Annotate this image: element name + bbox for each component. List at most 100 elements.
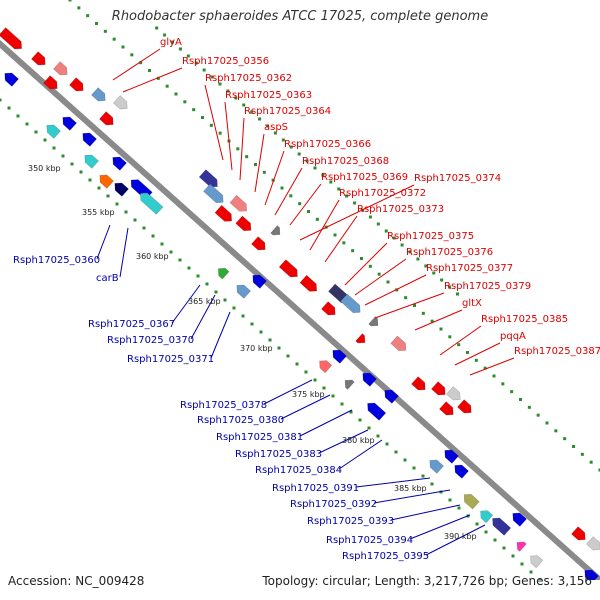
tick-dot	[223, 298, 227, 302]
gene-feature	[480, 510, 494, 524]
tick-dot	[367, 426, 371, 430]
gene-feature	[454, 464, 469, 479]
tick-dot	[484, 530, 488, 534]
tick-dot	[86, 14, 90, 18]
tick-dot	[142, 226, 146, 230]
forward-gene-label: Rsph17025_0364	[244, 106, 331, 117]
tick-dot	[68, 0, 72, 2]
tick-dot	[322, 386, 326, 390]
gene-feature	[82, 132, 97, 147]
tick-dot	[192, 108, 196, 112]
tick-dot	[368, 215, 372, 219]
gene-feature	[84, 154, 99, 169]
gene-feature	[362, 372, 377, 387]
tick-dot	[163, 33, 167, 37]
gene-feature	[229, 194, 247, 212]
tick-dot	[457, 343, 461, 347]
tick-dot	[448, 285, 452, 289]
gene-feature	[0, 27, 22, 50]
tick-dot	[103, 29, 107, 33]
genome-map: glyARsph17025_0356Rsph17025_0362Rsph1702…	[0, 0, 600, 584]
gene-feature	[46, 124, 61, 139]
reverse-gene-label: Rsph17025_0371	[127, 354, 214, 365]
tick-dot	[483, 366, 487, 370]
leader-line	[254, 133, 265, 193]
tick-dot	[466, 351, 469, 354]
tick-dot	[70, 162, 74, 166]
leader-line	[425, 524, 486, 556]
gene-feature	[218, 268, 230, 280]
tick-dot	[250, 110, 254, 114]
gene-feature	[390, 335, 407, 351]
tick-dot	[7, 106, 11, 110]
tick-dot	[416, 257, 420, 261]
leader-line	[338, 439, 383, 470]
tick-dot	[511, 554, 515, 558]
leader-line	[280, 394, 331, 420]
tick-dot	[205, 282, 209, 286]
tick-dot	[520, 562, 524, 566]
tick-dot	[43, 138, 47, 142]
forward-gene-label: gltX	[462, 298, 482, 309]
gene-feature	[114, 182, 129, 197]
gene-feature	[31, 51, 46, 66]
tick-dot	[133, 218, 137, 222]
kbp-tick-label: 370 kbp	[240, 344, 273, 353]
tick-dot	[194, 61, 198, 65]
leader-line	[318, 429, 369, 454]
reverse-gene-label: Rsph17025_0380	[197, 415, 284, 426]
leader-line	[264, 150, 285, 206]
forward-gene-label: Rsph17025_0362	[205, 73, 292, 84]
tick-dot	[186, 54, 190, 58]
gene-feature	[91, 87, 106, 102]
tick-dot	[368, 264, 372, 268]
forward-gene-label: Rsph17025_0372	[339, 188, 426, 199]
leader-line	[344, 242, 388, 286]
gene-feature	[299, 274, 317, 292]
tick-dot	[271, 178, 275, 182]
gene-feature	[429, 459, 444, 474]
tick-dot	[236, 147, 240, 151]
leader-line	[190, 294, 216, 340]
gene-feature	[492, 517, 512, 536]
forward-gene-label: Rsph17025_0377	[426, 263, 513, 274]
tick-dot	[160, 242, 164, 246]
tick-dot	[268, 338, 272, 342]
tick-dot	[519, 398, 522, 401]
forward-gene-label: Rsph17025_0375	[387, 231, 474, 242]
leader-line	[263, 379, 313, 405]
tick-dot	[97, 186, 101, 190]
gene-feature	[69, 77, 84, 92]
tick-dot	[148, 69, 151, 72]
tick-dot	[0, 98, 2, 102]
leader-line	[439, 325, 482, 356]
reverse-gene-label: carB	[96, 273, 119, 284]
tick-dot	[297, 152, 301, 156]
tick-dot	[232, 306, 236, 310]
genome-summary: Topology: circular; Length: 3,217,726 bp…	[262, 574, 592, 588]
leader-line	[469, 357, 515, 376]
reverse-gene-label: Rsph17025_0383	[235, 449, 322, 460]
tick-dot	[337, 187, 341, 191]
gene-feature	[319, 360, 333, 374]
tick-dot	[440, 278, 444, 282]
tick-dot	[165, 84, 169, 88]
reverse-gene-label: Rsph17025_0393	[307, 516, 394, 527]
gene-feature	[439, 401, 454, 416]
kbp-tick-label: 390 kbp	[444, 532, 477, 541]
forward-gene-label: Rsph17025_0387	[514, 346, 600, 357]
forward-gene-label: Rsph17025_0363	[225, 90, 312, 101]
tick-dot	[210, 75, 214, 79]
tick-dot	[259, 330, 263, 334]
gene-feature	[321, 301, 336, 316]
gene-feature	[571, 526, 586, 541]
tick-dot	[424, 264, 428, 268]
tick-dot	[493, 538, 497, 542]
tick-dot	[342, 241, 346, 245]
gene-feature	[384, 389, 399, 404]
tick-dot	[214, 290, 218, 294]
tick-dot	[536, 413, 540, 417]
forward-gene-label: aspS	[264, 122, 288, 133]
gene-feature	[457, 399, 472, 414]
gene-features	[0, 27, 600, 584]
